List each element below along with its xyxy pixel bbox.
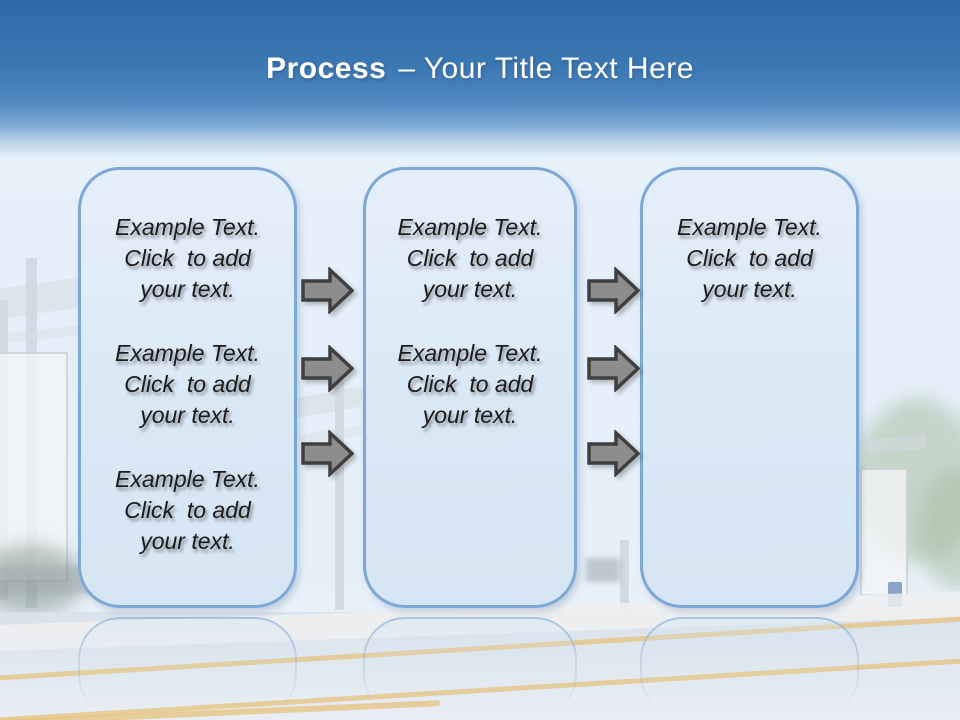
road — [0, 612, 960, 720]
sign-board — [586, 558, 620, 582]
tree — [920, 470, 960, 590]
arrow-right-icon — [301, 430, 354, 477]
placeholder-text[interactable]: Example Text. Click to add your text. — [397, 340, 543, 428]
box-reflection — [363, 617, 577, 717]
arrow-right-icon — [587, 345, 640, 392]
tree — [0, 545, 85, 615]
road-lane-line — [0, 615, 960, 682]
slide-title[interactable]: Process – Your Title Text Here — [0, 52, 960, 86]
process-box-3[interactable]: Example Text. Click to add your text. — [640, 167, 859, 608]
placeholder-text[interactable]: Example Text. Click to add your text. — [115, 466, 260, 554]
box-reflection — [78, 617, 297, 717]
box-reflection — [640, 617, 859, 717]
title-keyword: Process — [266, 52, 387, 85]
billboard-panel — [0, 352, 68, 582]
shelter-post — [335, 382, 344, 610]
placeholder-text[interactable]: Example Text. Click to add your text. — [115, 340, 260, 428]
process-box-1[interactable]: Example Text. Click to add your text. Ex… — [78, 167, 297, 608]
billboard-panel — [860, 468, 908, 596]
road-lane-line — [0, 657, 960, 720]
trash-bin — [888, 582, 902, 607]
tree — [855, 398, 960, 563]
sign-post — [620, 540, 629, 612]
arrow-right-icon — [587, 267, 640, 314]
placeholder-text[interactable]: Example Text. Click to add your text. — [397, 214, 543, 302]
placeholder-text[interactable]: Example Text. Click to add your text. — [115, 214, 260, 302]
process-box-2[interactable]: Example Text. Click to add your text. Ex… — [363, 167, 577, 608]
title-subtitle: – Your Title Text Here — [398, 52, 694, 85]
placeholder-text[interactable]: Example Text. Click to add your text. — [677, 214, 822, 302]
billboard-frame — [852, 434, 926, 456]
shelter-post — [26, 258, 37, 608]
arrow-right-icon — [301, 267, 354, 314]
arrow-right-icon — [587, 430, 640, 477]
header-band — [0, 0, 960, 162]
arrow-right-icon — [301, 345, 354, 392]
shelter-roof — [0, 324, 86, 346]
shelter-post — [0, 300, 8, 600]
road-lane-line — [0, 700, 440, 720]
